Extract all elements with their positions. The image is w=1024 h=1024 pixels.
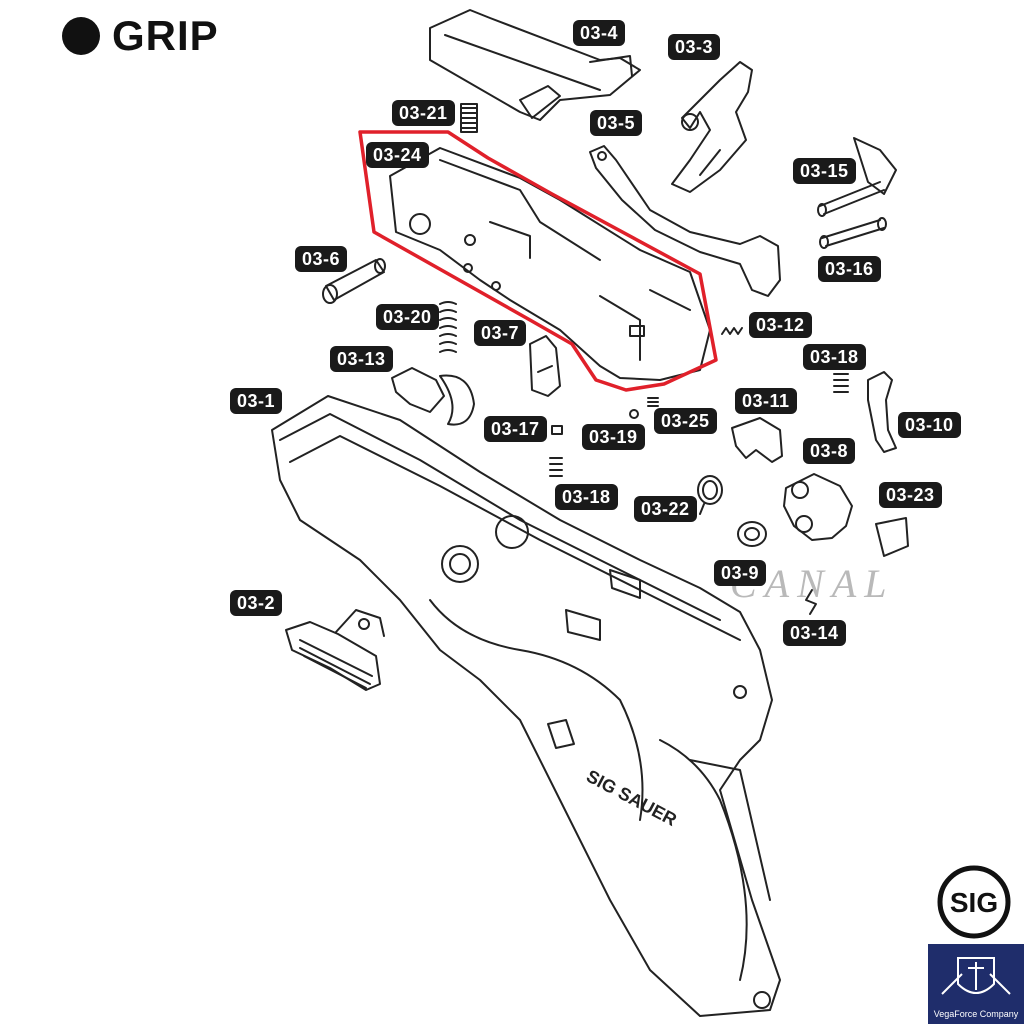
vegaforce-crest-icon [941, 957, 1011, 995]
part-03-24-fire-control-housing [389, 147, 711, 381]
bullet-dot [62, 17, 100, 55]
highlight-outline [358, 130, 718, 392]
label-03-24: 03-24 [366, 142, 429, 168]
label-03-12: 03-12 [749, 312, 812, 338]
part-03-9-bushing [737, 521, 767, 547]
part-03-4-rail [429, 9, 641, 121]
part-03-21-spring [460, 103, 478, 133]
label-03-20: 03-20 [376, 304, 439, 330]
sig-logo-text: SIG [950, 887, 998, 918]
label-03-18b: 03-18 [555, 484, 618, 510]
part-03-23-wedge [875, 517, 909, 557]
label-03-25: 03-25 [654, 408, 717, 434]
part-03-14-spring [805, 589, 817, 615]
label-03-23: 03-23 [879, 482, 942, 508]
part-03-18b-spring [549, 457, 563, 477]
label-03-15: 03-15 [793, 158, 856, 184]
part-03-15-pin [817, 137, 897, 217]
label-03-3: 03-3 [668, 34, 721, 60]
part-03-16-pin [819, 217, 887, 249]
part-03-19-pin [629, 409, 639, 419]
label-03-17: 03-17 [484, 416, 547, 442]
vegaforce-logo [928, 944, 1024, 1024]
label-03-6: 03-6 [295, 246, 348, 272]
part-03-25-spring [647, 397, 659, 407]
label-03-1: 03-1 [230, 388, 283, 414]
part-03-5-trigger-bar [589, 145, 781, 297]
part-03-22-torsion-spring [697, 475, 723, 515]
label-03-5: 03-5 [590, 110, 643, 136]
part-03-13-lever [391, 367, 475, 426]
sig-logo: SIG [937, 865, 1011, 939]
part-03-10-lever [867, 371, 897, 453]
label-03-16: 03-16 [818, 256, 881, 282]
label-03-13: 03-13 [330, 346, 393, 372]
part-03-8-cam [783, 473, 853, 541]
part-03-3-hammer [671, 61, 753, 193]
part-03-20-spring [439, 301, 457, 353]
label-03-21: 03-21 [392, 100, 455, 126]
part-03-18a-spring [833, 373, 849, 393]
frame-engraving: SIG SAUER [583, 766, 680, 830]
section-title: GRIP [62, 12, 219, 60]
label-03-8: 03-8 [803, 438, 856, 464]
part-03-2-mag-release [285, 609, 385, 691]
label-03-7: 03-7 [474, 320, 527, 346]
part-03-11-block [731, 417, 783, 463]
label-03-11: 03-11 [735, 388, 797, 414]
part-03-6-pin [322, 258, 386, 304]
part-03-17-part [551, 425, 563, 435]
part-03-12-spring [721, 327, 743, 335]
label-03-10: 03-10 [898, 412, 961, 438]
label-03-14: 03-14 [783, 620, 846, 646]
part-03-7-block [529, 335, 561, 397]
title-text: GRIP [112, 12, 219, 59]
vegaforce-caption: VegaForce Company [933, 1009, 1019, 1019]
label-03-4: 03-4 [573, 20, 626, 46]
label-03-2: 03-2 [230, 590, 283, 616]
label-03-19: 03-19 [582, 424, 645, 450]
part-03-1-grip-frame [271, 395, 781, 1017]
label-03-18a: 03-18 [803, 344, 866, 370]
label-03-22: 03-22 [634, 496, 697, 522]
label-03-9: 03-9 [714, 560, 767, 586]
